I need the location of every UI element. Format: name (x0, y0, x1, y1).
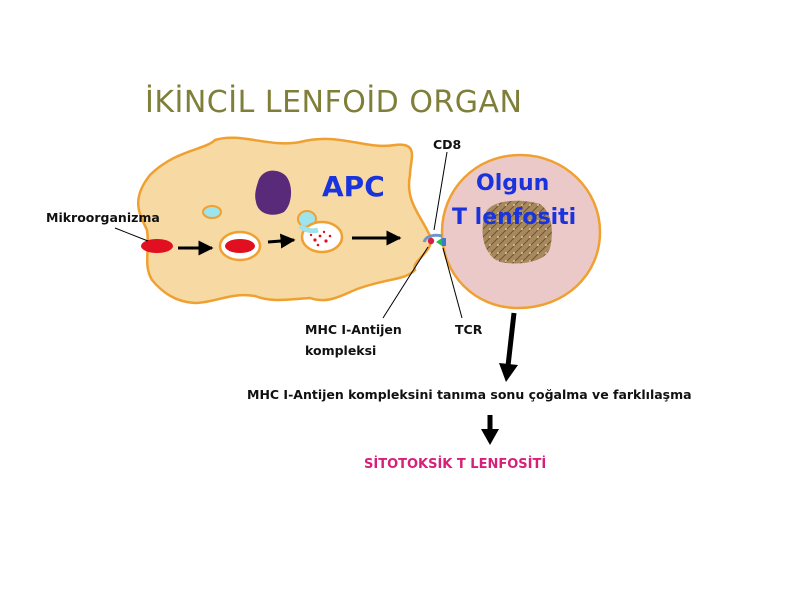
phagocytosed-microorganism (225, 239, 255, 253)
lysosome-fusion (298, 223, 319, 234)
arrow-processing (267, 233, 296, 249)
result-text: SİTOTOKSİK T LENFOSİTİ (364, 456, 546, 472)
microorganism-label: Mikroorganizma (46, 210, 160, 225)
mhc-label-line2: kompleksi (305, 343, 376, 358)
microorganism-pointer (114, 227, 149, 242)
process-text: MHC I-Antijen kompleksini tanıma sonu ço… (247, 387, 692, 402)
apc-label: APC (322, 170, 385, 203)
tcr-label: TCR (455, 322, 483, 337)
arrow-down-1 (499, 312, 518, 382)
cd8-label: CD8 (433, 137, 461, 152)
page-title: İKİNCİL LENFOİD ORGAN (145, 84, 523, 120)
phagolysosome (300, 220, 344, 254)
antigen-fragments (309, 230, 332, 247)
t-cell-nucleus (482, 200, 552, 264)
apc-cell-body (136, 136, 432, 305)
mhc-tcr-complex (422, 233, 446, 246)
arrow-down-2 (481, 415, 499, 445)
cd8-pointer (433, 151, 448, 231)
apc-nucleus (255, 170, 292, 215)
mhc-label-line1: MHC I-Antijen (305, 322, 402, 337)
t-cell-label-line2: T lenfositi (452, 205, 576, 230)
t-cell-label-line1: Olgun (476, 171, 549, 196)
vesicle (202, 205, 222, 219)
microorganism (141, 239, 173, 253)
tcr-pointer (442, 247, 463, 319)
mhc-pointer (382, 246, 429, 319)
